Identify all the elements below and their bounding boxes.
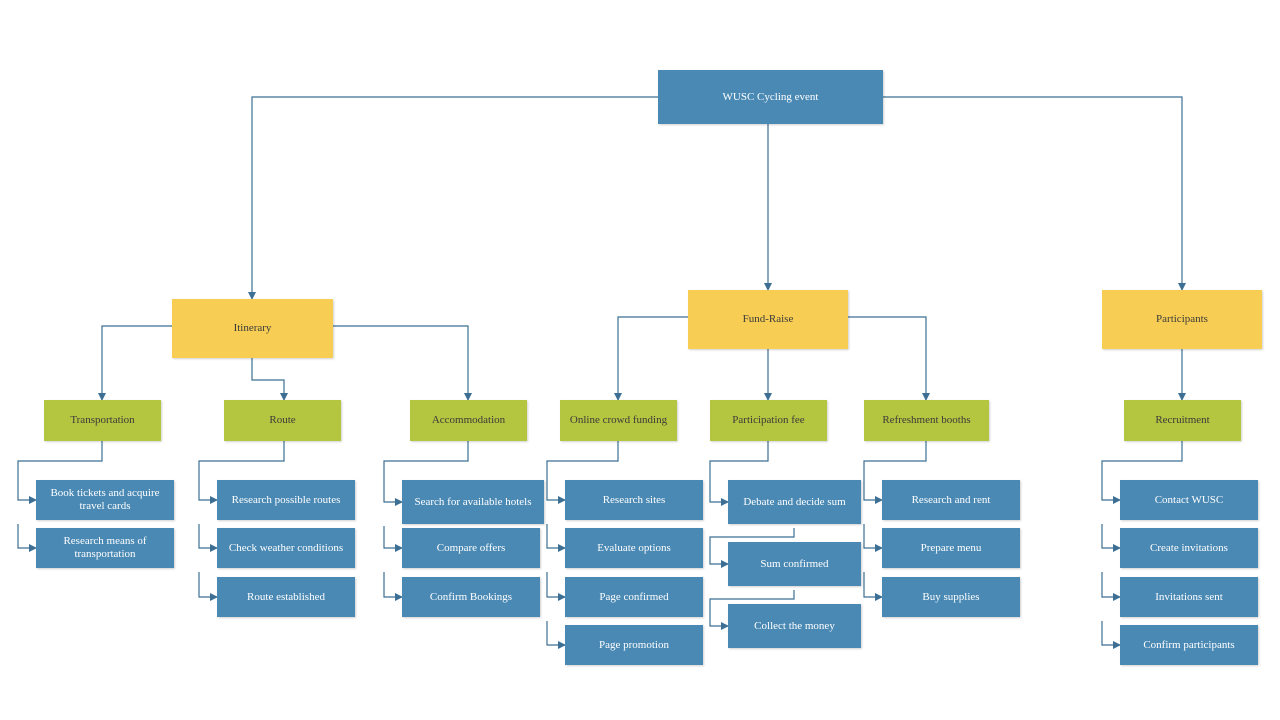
category-label: Participants — [1156, 313, 1208, 325]
task-label: Prepare menu — [920, 541, 982, 554]
connector-arrow — [198, 524, 218, 552]
task-box: Compare offers — [402, 528, 540, 568]
connector-arrow — [198, 572, 218, 601]
connector-arrow — [863, 524, 883, 552]
task-box: Route established — [217, 577, 355, 617]
sub-recruitment: Recruitment — [1124, 400, 1241, 441]
category-itinerary: Itinerary — [172, 299, 333, 358]
task-label: Buy supplies — [922, 590, 980, 603]
root-label: WUSC Cycling event — [722, 90, 819, 103]
task-label: Contact WUSC — [1154, 493, 1224, 506]
connector-arrow — [546, 572, 566, 601]
sub-label: Refreshment booths — [882, 414, 971, 426]
task-box: Book tickets and acquire travel cards — [36, 480, 174, 520]
task-label: Evaluate options — [597, 541, 671, 554]
task-label: Check weather conditions — [228, 541, 344, 554]
connector-arrow — [863, 441, 927, 504]
task-box: Buy supplies — [882, 577, 1020, 617]
sub-route: Route — [224, 400, 341, 441]
connector-arrow — [1101, 441, 1183, 504]
task-box: Page promotion — [565, 625, 703, 665]
connector-arrow — [98, 325, 172, 401]
connector-arrow — [383, 526, 403, 552]
sub-accommodation: Accommodation — [410, 400, 527, 441]
task-label: Research possible routes — [231, 493, 341, 506]
sub-label: Recruitment — [1155, 414, 1210, 426]
connector-arrow — [546, 524, 566, 552]
connector-arrow — [883, 96, 1186, 291]
connector-arrow — [248, 96, 658, 300]
category-fund-raise: Fund-Raise — [688, 290, 848, 349]
sub-online-crowd-funding: Online crowd funding — [560, 400, 677, 441]
sub-label: Participation fee — [732, 414, 805, 426]
category-participants: Participants — [1102, 290, 1262, 349]
task-box: Research possible routes — [217, 480, 355, 520]
connector-arrow — [848, 316, 930, 401]
sub-label: Transportation — [70, 414, 135, 426]
connector-arrow — [709, 590, 795, 630]
task-label: Confirm participants — [1143, 638, 1235, 651]
task-label: Collect the money — [754, 619, 835, 632]
task-box: Sum confirmed — [728, 542, 861, 586]
connector-arrow — [546, 441, 619, 504]
task-box: Collect the money — [728, 604, 861, 648]
task-label: Page confirmed — [599, 590, 669, 603]
category-label: Itinerary — [233, 322, 272, 334]
task-label: Page promotion — [599, 638, 669, 651]
connector-arrow — [198, 441, 285, 504]
task-box: Research sites — [565, 480, 703, 520]
task-label: Invitations sent — [1155, 590, 1223, 603]
sub-label: Route — [269, 414, 296, 426]
connector-arrow — [17, 524, 37, 552]
connector-arrow — [1101, 524, 1121, 552]
task-label: Confirm Bookings — [429, 590, 513, 603]
task-box: Prepare menu — [882, 528, 1020, 568]
task-box: Research means of transportation — [36, 528, 174, 568]
task-label: Debate and decide sum — [743, 495, 846, 508]
task-box: Create invitations — [1120, 528, 1258, 568]
task-box: Debate and decide sum — [728, 480, 861, 524]
task-label: Sum confirmed — [760, 557, 829, 570]
connector-arrow — [383, 572, 403, 601]
task-box: Page confirmed — [565, 577, 703, 617]
connector-arrow — [17, 441, 103, 504]
task-box: Invitations sent — [1120, 577, 1258, 617]
task-label: Research sites — [602, 493, 666, 506]
task-label: Research and rent — [911, 493, 991, 506]
connector-arrow — [709, 441, 769, 506]
task-box: Contact WUSC — [1120, 480, 1258, 520]
connector-arrow — [251, 358, 288, 401]
connector-arrow — [709, 528, 795, 568]
task-label: Search for available hotels — [414, 495, 532, 508]
connector-arrow — [333, 325, 472, 401]
task-box: Evaluate options — [565, 528, 703, 568]
task-label: Research means of transportation — [63, 535, 147, 560]
task-box: Confirm Bookings — [402, 577, 540, 617]
task-box: Research and rent — [882, 480, 1020, 520]
task-label: Book tickets and acquire travel cards — [50, 487, 160, 512]
connector-arrow — [863, 572, 883, 601]
sub-participation-fee: Participation fee — [710, 400, 827, 441]
root-node: WUSC Cycling event — [658, 70, 883, 124]
connector-arrow — [546, 621, 566, 649]
task-label: Create invitations — [1150, 541, 1228, 554]
sub-transportation: Transportation — [44, 400, 161, 441]
connector-arrow — [1101, 572, 1121, 601]
task-box: Search for available hotels — [402, 480, 544, 524]
task-label: Route established — [247, 590, 325, 603]
connector-arrow — [614, 316, 688, 401]
sub-refreshment-booths: Refreshment booths — [864, 400, 989, 441]
connector-arrow — [383, 441, 469, 506]
connector-arrow — [1101, 621, 1121, 649]
sub-label: Online crowd funding — [569, 414, 668, 426]
category-label: Fund-Raise — [742, 313, 794, 325]
sub-label: Accommodation — [431, 414, 506, 426]
task-box: Confirm participants — [1120, 625, 1258, 665]
task-label: Compare offers — [436, 541, 506, 554]
task-box: Check weather conditions — [217, 528, 355, 568]
